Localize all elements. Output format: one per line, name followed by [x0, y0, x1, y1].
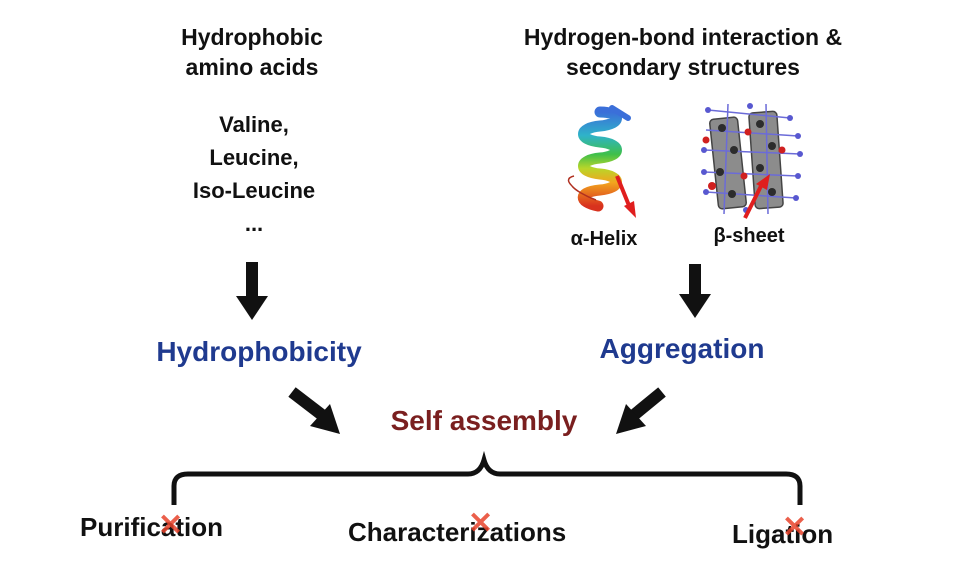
- left-title-line-2: amino acids: [185, 54, 319, 80]
- alpha-helix-icon: [567, 105, 631, 212]
- amino-acid-list: Valine, Leucine, Iso-Leucine ...: [193, 108, 315, 240]
- beta-sheet-label: β-sheet: [713, 225, 785, 247]
- curly-brace: [171, 450, 803, 505]
- beta-sheet-icon: [701, 103, 803, 215]
- sheet-direction-arrow-icon: [743, 174, 770, 219]
- left-title-line-1: Hydrophobic: [181, 24, 323, 50]
- right-title-line-2: secondary structures: [566, 54, 800, 80]
- characterizations-x-mark-icon: ✕: [468, 507, 494, 540]
- purification-x-mark-icon: ✕: [158, 509, 184, 542]
- aggregation-label: Aggregation: [599, 333, 765, 364]
- amino-acid-valine: Valine,: [219, 112, 289, 137]
- characterizations-label: Characterizations: [348, 517, 567, 547]
- hydrophobicity-label: Hydrophobicity: [156, 336, 362, 367]
- right-title: Hydrogen-bond interaction & secondary st…: [524, 22, 842, 82]
- ligation-label: Ligation: [732, 519, 834, 549]
- left-diagonal-arrow-icon: [288, 387, 340, 434]
- alpha-helix-label: α-Helix: [570, 228, 638, 250]
- amino-acid-ellipsis: ...: [244, 211, 264, 236]
- left-down-arrow-icon: [236, 262, 268, 320]
- right-diagonal-arrow-icon: [616, 387, 666, 434]
- amino-acid-leucine: Leucine,: [209, 145, 299, 170]
- right-title-line-1: Hydrogen-bond interaction &: [523, 24, 843, 50]
- left-title: Hydrophobic amino acids: [181, 22, 323, 82]
- self-assembly-label: Self assembly: [390, 405, 578, 436]
- ligation-x-mark-icon: ✕: [782, 511, 808, 544]
- right-down-arrow-icon: [679, 264, 711, 318]
- purification-label: Purification: [80, 512, 224, 542]
- amino-acid-isoleucine: Iso-Leucine: [192, 178, 316, 203]
- helix-direction-arrow-icon: [615, 175, 636, 218]
